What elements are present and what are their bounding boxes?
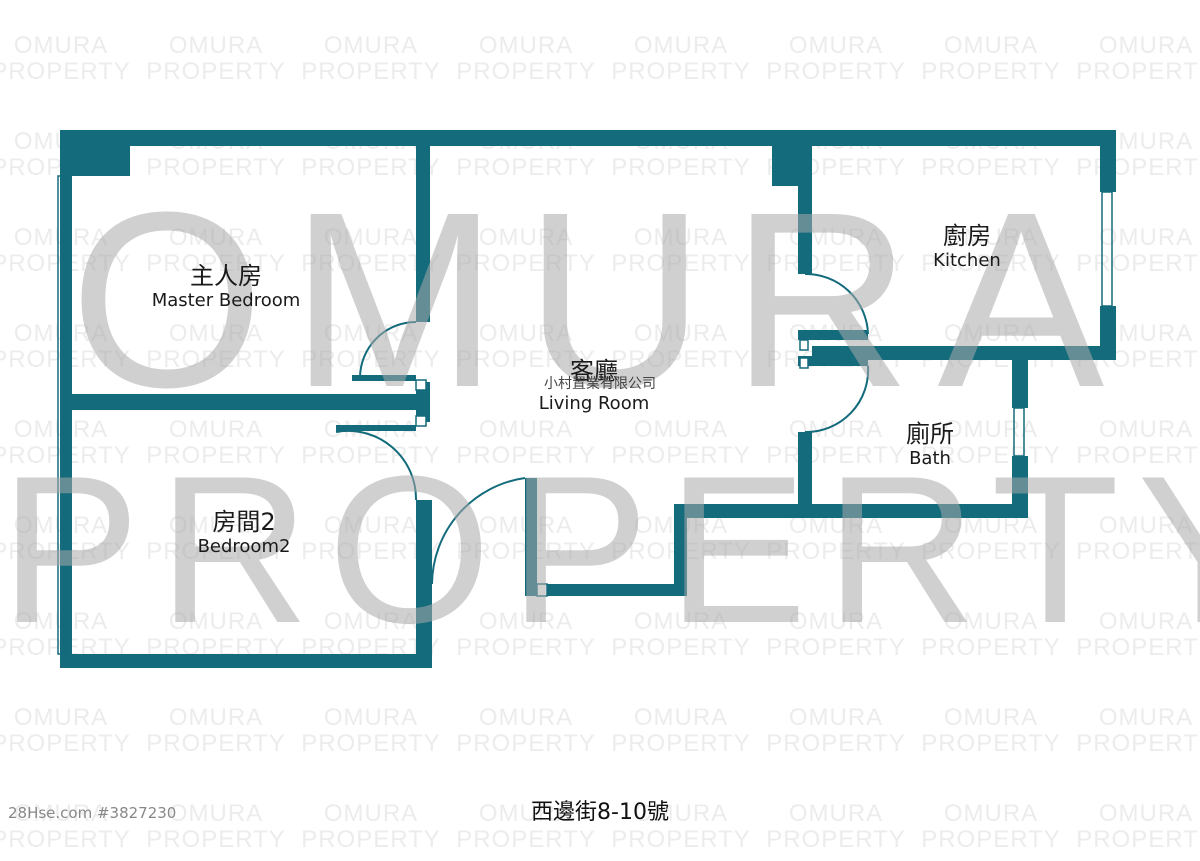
room-bath-zh: 廁所 (906, 420, 954, 448)
address: 西邊街8-10號 (531, 800, 669, 825)
wall-bath-right-top (1012, 346, 1028, 408)
wall-bedroom2-right (416, 500, 432, 668)
room-bedroom2-en: Bedroom2 (197, 536, 291, 557)
door-kitchen (804, 272, 869, 335)
room-bath: 廁所 Bath (830, 420, 1030, 470)
wall-bedroom-divider (60, 394, 430, 410)
wall-bottom-step (537, 584, 687, 596)
room-bedroom2-zh: 房間2 (212, 508, 276, 536)
windows (57, 175, 1113, 655)
room-kitchen-en: Kitchen (933, 250, 1001, 271)
door-bedroom2 (335, 429, 418, 501)
wall-bath-stub2 (798, 356, 868, 366)
wall-stub (416, 382, 430, 422)
doors (335, 272, 870, 585)
room-living-room-zh: 客廳 (570, 357, 618, 385)
room-master-bedroom-zh: 主人房 (190, 262, 262, 290)
wall-kitchen-right-bottom (1100, 306, 1116, 360)
door-frames (415, 339, 809, 597)
wall-step-horizontal (674, 504, 1026, 518)
watermark-large-line2: PROPERTY (0, 432, 1200, 667)
wall-top (60, 130, 1116, 146)
room-master-bedroom: 主人房 Master Bedroom (126, 262, 326, 312)
walls (60, 130, 1116, 668)
room-bath-en: Bath (909, 448, 951, 469)
wall-bath-right-bottom (1012, 456, 1028, 518)
room-bedroom2: 房間2 Bedroom2 (144, 508, 344, 558)
wall-step-vertical (674, 504, 687, 596)
room-kitchen: 廚房 Kitchen (867, 222, 1067, 272)
listing-id: 28Hse.com #3827230 (8, 804, 177, 822)
room-kitchen-zh: 廚房 (943, 222, 991, 250)
wall-bath-stub (798, 330, 868, 340)
window-kitchen (1101, 191, 1113, 307)
wall-master-right (416, 130, 430, 322)
window-bath (1013, 407, 1025, 457)
wall-bottom-bedroom2 (60, 654, 432, 668)
door-entrance (431, 477, 526, 585)
wall-kitchen-bath (812, 346, 1116, 360)
wall-bath-left-bottom (798, 432, 812, 518)
room-living-room: 客廳 Living Room (494, 357, 694, 415)
door-bath (804, 365, 870, 434)
room-master-bedroom-en: Master Bedroom (151, 290, 301, 311)
wall-kitchen-right-top (1100, 130, 1116, 192)
door-master (359, 321, 417, 379)
pillar-top-left (60, 130, 130, 176)
wall-entrance-left (525, 478, 537, 596)
pillar-kitchen (772, 146, 812, 186)
window-left (57, 175, 65, 655)
watermark-large-line1: OMURA (69, 160, 1131, 439)
room-living-room-en: Living Room (538, 393, 650, 414)
company-name: 小村置業有限公司 (544, 376, 656, 392)
